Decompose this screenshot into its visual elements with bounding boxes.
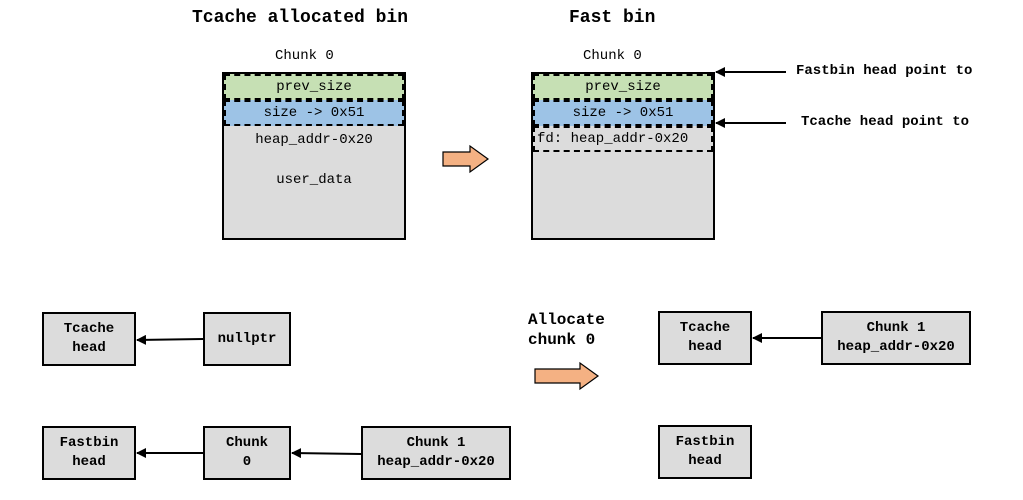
left-chunk0-box: Chunk 0 bbox=[203, 426, 291, 480]
right-chunk-label: Chunk 0 bbox=[583, 48, 642, 64]
right-chunk: prev_size size -> 0x51 fd: heap_addr-0x2… bbox=[531, 72, 715, 240]
left-chunk0-line2: 0 bbox=[242, 454, 252, 470]
right-fd-field: fd: heap_addr-0x20 bbox=[533, 126, 713, 152]
right-fastbin-head-line1: Fastbin bbox=[675, 434, 735, 450]
left-user-data-text: user_data bbox=[276, 172, 352, 188]
left-fastbin-head-box: Fastbin head bbox=[42, 426, 136, 480]
left-tcache-head-line2: head bbox=[72, 340, 106, 356]
nullptr-box: nullptr bbox=[203, 312, 291, 366]
left-chunk-label: Chunk 0 bbox=[275, 48, 334, 64]
right-fastbin-head-box: Fastbin head bbox=[658, 425, 752, 479]
allocate-label: Allocate chunk 0 bbox=[528, 310, 605, 350]
right-fastbin-head-line2: head bbox=[688, 453, 722, 469]
left-chunk1-line2: heap_addr-0x20 bbox=[377, 454, 495, 470]
allocate-line1: Allocate bbox=[528, 311, 605, 329]
nullptr-to-tcache-arrow bbox=[136, 334, 204, 345]
right-chunk1-box: Chunk 1 heap_addr-0x20 bbox=[821, 311, 971, 365]
transition-arrow-top bbox=[442, 144, 490, 174]
allocate-line2: chunk 0 bbox=[528, 331, 596, 349]
tcache-allocated-bin-title: Tcache allocated bin bbox=[192, 8, 409, 28]
left-chunk: prev_size size -> 0x51 heap_addr-0x20 us… bbox=[222, 72, 406, 240]
left-chunk1-box: Chunk 1 heap_addr-0x20 bbox=[361, 426, 511, 480]
left-chunk1-line1: Chunk 1 bbox=[406, 435, 466, 451]
left-fastbin-head-line1: Fastbin bbox=[59, 435, 119, 451]
right-tcache-head-line1: Tcache bbox=[679, 320, 731, 336]
nullptr-text: nullptr bbox=[217, 330, 277, 347]
fastbin-head-note: Fastbin head point to bbox=[796, 63, 973, 79]
right-size-field: size -> 0x51 bbox=[533, 100, 713, 126]
left-heap-addr-text: heap_addr-0x20 bbox=[255, 132, 373, 148]
right-prev-size-field: prev_size bbox=[533, 74, 713, 100]
left-fastbin-head-line2: head bbox=[72, 454, 106, 470]
left-tcache-head-line1: Tcache bbox=[63, 321, 115, 337]
chunk1-to-chunk0-arrow bbox=[291, 448, 362, 459]
right-tcache-head-line2: head bbox=[688, 339, 722, 355]
transition-arrow-bottom bbox=[534, 361, 600, 391]
right-tcache-head-box: Tcache head bbox=[658, 311, 752, 365]
tcache-head-note: Tcache head point to bbox=[801, 114, 970, 130]
right-chunk1-line2: heap_addr-0x20 bbox=[837, 339, 955, 355]
left-tcache-head-box: Tcache head bbox=[42, 312, 136, 366]
fast-bin-title: Fast bin bbox=[569, 8, 656, 28]
left-size-field: size -> 0x51 bbox=[224, 100, 404, 126]
left-prev-size-field: prev_size bbox=[224, 74, 404, 100]
right-chunk1-line1: Chunk 1 bbox=[866, 320, 926, 336]
left-chunk0-line1: Chunk bbox=[225, 435, 268, 451]
